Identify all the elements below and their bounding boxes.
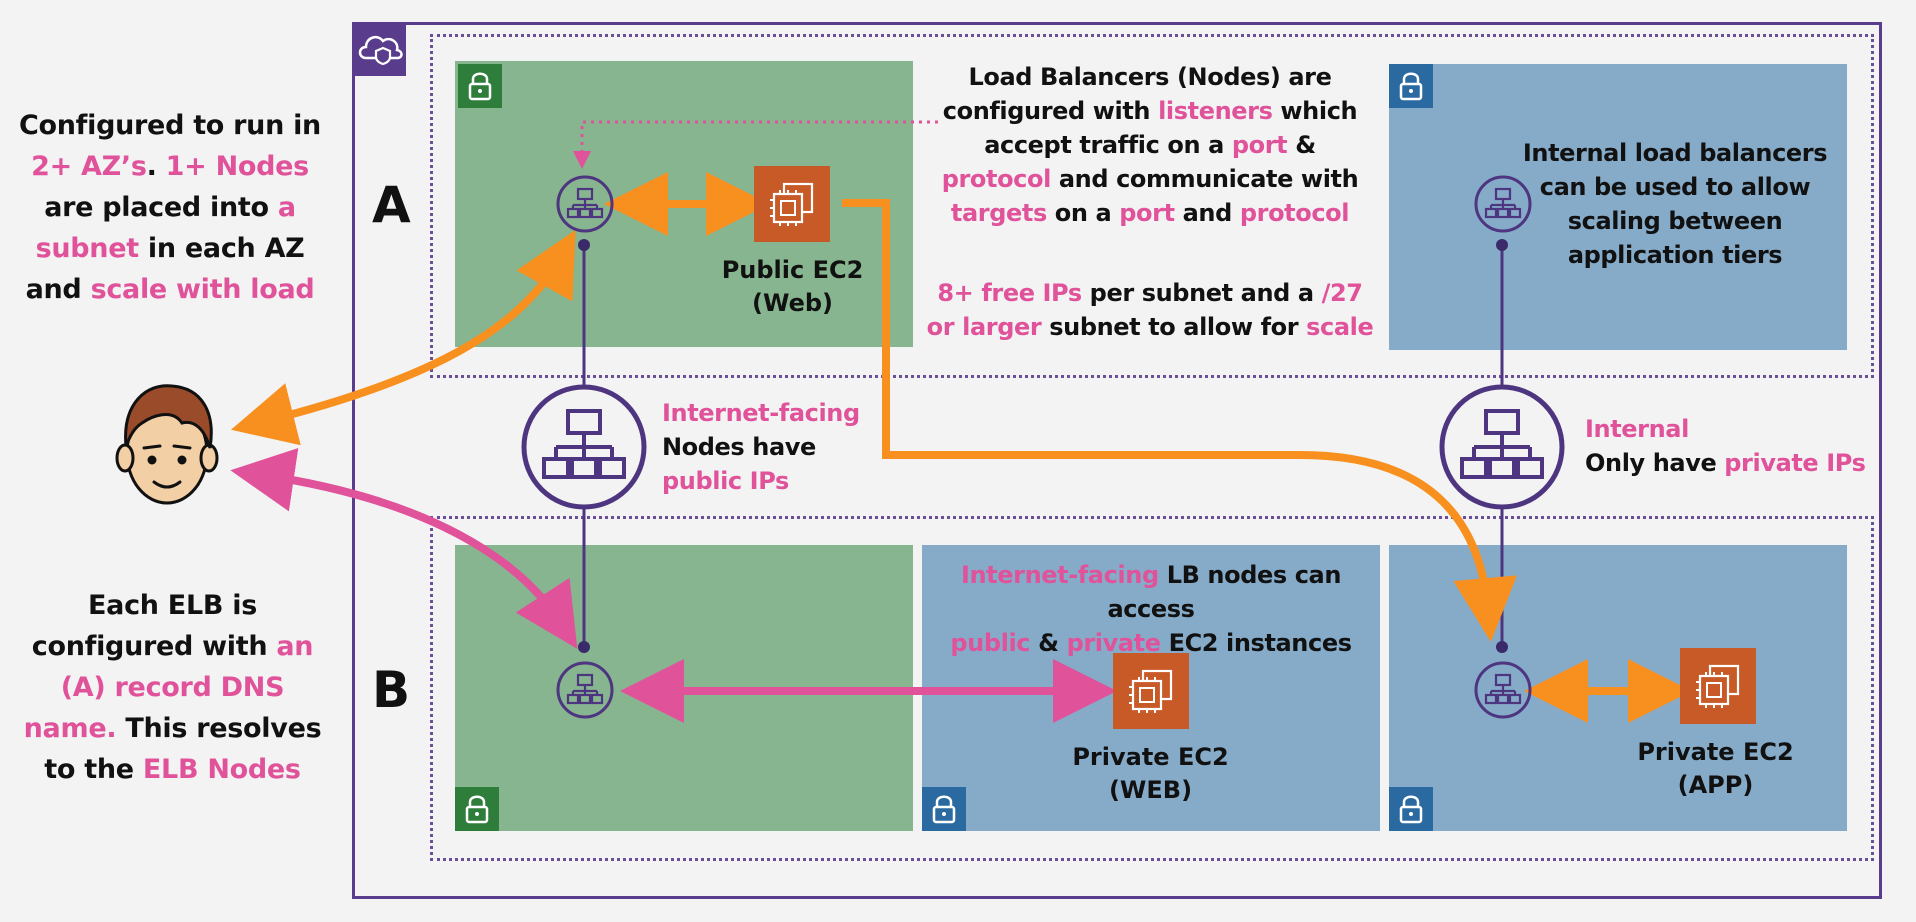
ec2-chip-icon [754, 166, 830, 242]
note-text: and communicate with [1050, 165, 1359, 193]
note-line: (A) record DNS [60, 672, 285, 703]
label-line: Private EC2 [1637, 738, 1794, 766]
access-note: Internet-facing LB nodes can access publ… [920, 558, 1382, 660]
lock-icon [1389, 64, 1433, 108]
note-text: Load Balancers (Nodes) are [968, 63, 1332, 91]
note-text: Internal load balancers [1522, 139, 1828, 167]
lock-icon [455, 787, 499, 831]
note-text: EC2 instances [1160, 629, 1352, 657]
label-line: (Web) [751, 289, 833, 317]
left-note-bottom: Each ELB is configured with an (A) recor… [0, 585, 345, 790]
note-line: This resolves [116, 713, 322, 744]
load-balancer-icon [556, 175, 614, 233]
note-line: . [146, 151, 166, 182]
note-text: on a [1046, 199, 1120, 227]
note-text: subnet to allow for [1041, 313, 1307, 341]
note-line: configured with [31, 631, 277, 662]
ec2-chip-icon [1113, 653, 1189, 729]
listener-pointer [573, 120, 938, 169]
note-line: ELB Nodes [142, 754, 301, 785]
note-text: & [1030, 629, 1067, 657]
load-balancer-icon [1474, 661, 1532, 719]
note-text: protocol [941, 165, 1052, 193]
note-text: scaling between [1567, 207, 1783, 235]
note-text: scale [1306, 313, 1374, 341]
load-balancer-icon [556, 661, 614, 719]
cloud-shield-icon [352, 22, 406, 76]
load-balancer-icon [1474, 175, 1532, 233]
note-line: Each ELB is [88, 590, 257, 621]
internet-facing-note: Internet-facing Nodes have public IPs [662, 396, 882, 498]
note-line: 1+ Nodes [165, 151, 310, 182]
lock-icon [922, 787, 966, 831]
label-line: Private EC2 [1072, 743, 1229, 771]
note-line: Configured to run in [19, 110, 321, 141]
private-web-ec2-label: Private EC2 (WEB) [1053, 741, 1248, 807]
traffic-arrow [230, 230, 576, 446]
internal-lb-note: Internal load balancers can be used to a… [1510, 136, 1840, 272]
note-text: Internet-facing [960, 561, 1159, 589]
note-text: & [1287, 131, 1316, 159]
note-text: public IPs [662, 467, 789, 495]
note-text: and [1174, 199, 1240, 227]
label-line: (WEB) [1108, 776, 1193, 804]
note-line: subnet [35, 233, 140, 264]
note-text: private IPs [1724, 449, 1866, 477]
availability-zone-b [430, 516, 1874, 861]
note-text: public [950, 629, 1031, 657]
note-text: protocol [1239, 199, 1350, 227]
note-text: Only have [1585, 449, 1725, 477]
listeners-note: Load Balancers (Nodes) are configured wi… [930, 60, 1370, 230]
note-text: Internet-facing [662, 399, 860, 427]
note-text: 8+ free IPs [937, 279, 1082, 307]
note-text: port [1231, 131, 1288, 159]
note-text: which [1272, 97, 1358, 125]
note-text: /27 [1321, 279, 1363, 307]
note-text: LB nodes can access [1107, 561, 1342, 623]
label-line: Public EC2 [721, 256, 864, 284]
note-text: application tiers [1567, 241, 1783, 269]
ec2-chip-icon [1680, 648, 1756, 724]
az-label-a: A [372, 176, 411, 234]
note-text: or larger [926, 313, 1042, 341]
private-app-ec2-label: Private EC2 (APP) [1618, 736, 1813, 802]
note-text: Nodes have [662, 433, 816, 461]
note-line: name. [23, 713, 117, 744]
note-text: Internal [1585, 415, 1689, 443]
load-balancer-icon [521, 384, 647, 510]
traffic-arrow [842, 199, 1518, 642]
load-balancer-icon [1439, 384, 1565, 510]
subnet-size-note: 8+ free IPs per subnet and a /27 or larg… [925, 276, 1375, 344]
note-line: 2+ AZ’s [31, 151, 147, 182]
note-text: per subnet and a [1081, 279, 1322, 307]
az-label-b: B [372, 661, 411, 719]
left-note-top: Configured to run in 2+ AZ’s. 1+ Nodes a… [0, 105, 340, 310]
note-text: accept traffic on a [984, 131, 1232, 159]
note-text: listeners [1158, 97, 1273, 125]
note-line: and [25, 274, 91, 305]
internal-note: Internal Only have private IPs [1585, 412, 1875, 480]
note-line: are placed into [44, 192, 278, 223]
note-text: can be used to allow [1539, 173, 1811, 201]
note-text: port [1119, 199, 1175, 227]
note-text: private [1066, 629, 1161, 657]
note-text: targets [950, 199, 1047, 227]
note-line: a [277, 192, 296, 223]
note-text: configured with [942, 97, 1159, 125]
label-line: (APP) [1677, 771, 1754, 799]
public-ec2-label: Public EC2 (Web) [695, 254, 890, 320]
user-face-icon [115, 384, 219, 505]
dns-arrow [230, 448, 578, 649]
note-line: to the [44, 754, 143, 785]
availability-zone-a [430, 34, 1874, 378]
lock-icon [1389, 787, 1433, 831]
private-subnet-a [1389, 64, 1847, 350]
lock-icon [458, 64, 502, 108]
